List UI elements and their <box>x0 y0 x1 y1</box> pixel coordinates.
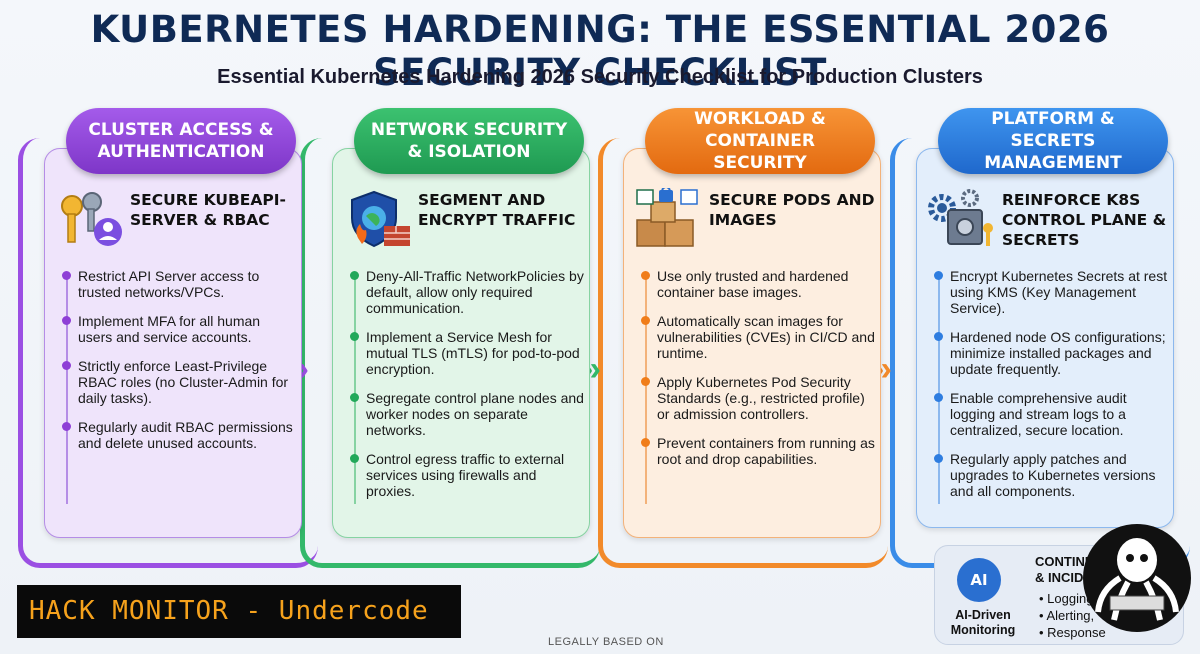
section-title: SECURE KUBEAPI-SERVER & RBAC <box>130 191 286 229</box>
checklist-card <box>44 148 302 538</box>
gears-safe-icon <box>928 188 996 250</box>
ai-monitor-icon: AI <box>957 558 1001 602</box>
list-item: Control egress traffic to external servi… <box>350 451 586 499</box>
list-item: Strictly enforce Least-Privilege RBAC ro… <box>62 358 298 406</box>
list-item: Enable comprehensive audit logging and s… <box>934 390 1170 438</box>
connector-frame-3 <box>598 138 888 568</box>
checklist: Deny-All-Traffic NetworkPolicies by defa… <box>350 268 586 512</box>
list-item: • Logging, <box>1039 591 1098 606</box>
list-item: Automatically scan images for vulnerabil… <box>641 313 877 361</box>
monitoring-label: AI-Driven Monitoring <box>950 608 1016 637</box>
timeline-line <box>938 274 940 504</box>
octopus-logo-icon <box>1080 520 1195 648</box>
section-title: REINFORCE K8S CONTROL PLANE & SECRETS <box>1002 191 1167 249</box>
list-item: Regularly apply patches and upgrades to … <box>934 451 1170 499</box>
checklist: Use only trusted and hardened container … <box>641 268 877 480</box>
list-item: Deny-All-Traffic NetworkPolicies by defa… <box>350 268 586 316</box>
checklist: Encrypt Kubernetes Secrets at rest using… <box>934 268 1170 512</box>
shield-firewall-icon <box>344 188 412 250</box>
list-item: Use only trusted and hardened container … <box>641 268 877 300</box>
connector-frame-1 <box>18 138 318 568</box>
column-header: CLUSTER ACCESS & AUTHENTICATION <box>66 108 296 174</box>
list-item: Implement MFA for all human users and se… <box>62 313 298 345</box>
list-item: • Response <box>1039 625 1106 640</box>
section-title: SECURE PODS AND IMAGES <box>709 191 875 229</box>
hack-monitor-banner: HACK MONITOR - Undercode <box>17 585 461 638</box>
timeline-line <box>66 274 68 504</box>
list-item: Restrict API Server access to trusted ne… <box>62 268 298 300</box>
timeline-line <box>354 274 356 504</box>
list-item: Regularly audit RBAC permissions and del… <box>62 419 298 451</box>
footer-note: LEGALLY BASED ON <box>548 636 664 648</box>
list-item: Encrypt Kubernetes Secrets at rest using… <box>934 268 1170 316</box>
monitoring-list: • Logging, • Alerting, • Response <box>1039 590 1106 641</box>
list-item: • Alerting, <box>1039 608 1095 623</box>
list-item: Prevent containers from running as root … <box>641 435 877 467</box>
page-subtitle: Essential Kubernetes Hardening 2026 Secu… <box>217 66 983 88</box>
column-header: WORKLOAD & CONTAINER SECURITY <box>645 108 875 174</box>
list-item: Implement a Service Mesh for mutual TLS … <box>350 329 586 377</box>
column-header: NETWORK SECURITY & ISOLATION <box>354 108 584 174</box>
checklist: Restrict API Server access to trusted ne… <box>62 268 298 464</box>
list-item: Segregate control plane nodes and worker… <box>350 390 586 438</box>
timeline-line <box>645 274 647 504</box>
keys-user-icon <box>56 188 124 250</box>
list-item: Hardened node OS configurations; minimiz… <box>934 329 1170 377</box>
connector-frame-2 <box>300 138 600 568</box>
column-header: PLATFORM & SECRETS MANAGEMENT <box>938 108 1168 174</box>
page-title: KUBERNETES HARDENING: THE ESSENTIAL 2026… <box>90 8 1110 94</box>
boxes-lock-icon <box>635 186 703 250</box>
section-title: SEGMENT AND ENCRYPT TRAFFIC <box>418 191 576 229</box>
list-item: Apply Kubernetes Pod Security Standards … <box>641 374 877 422</box>
